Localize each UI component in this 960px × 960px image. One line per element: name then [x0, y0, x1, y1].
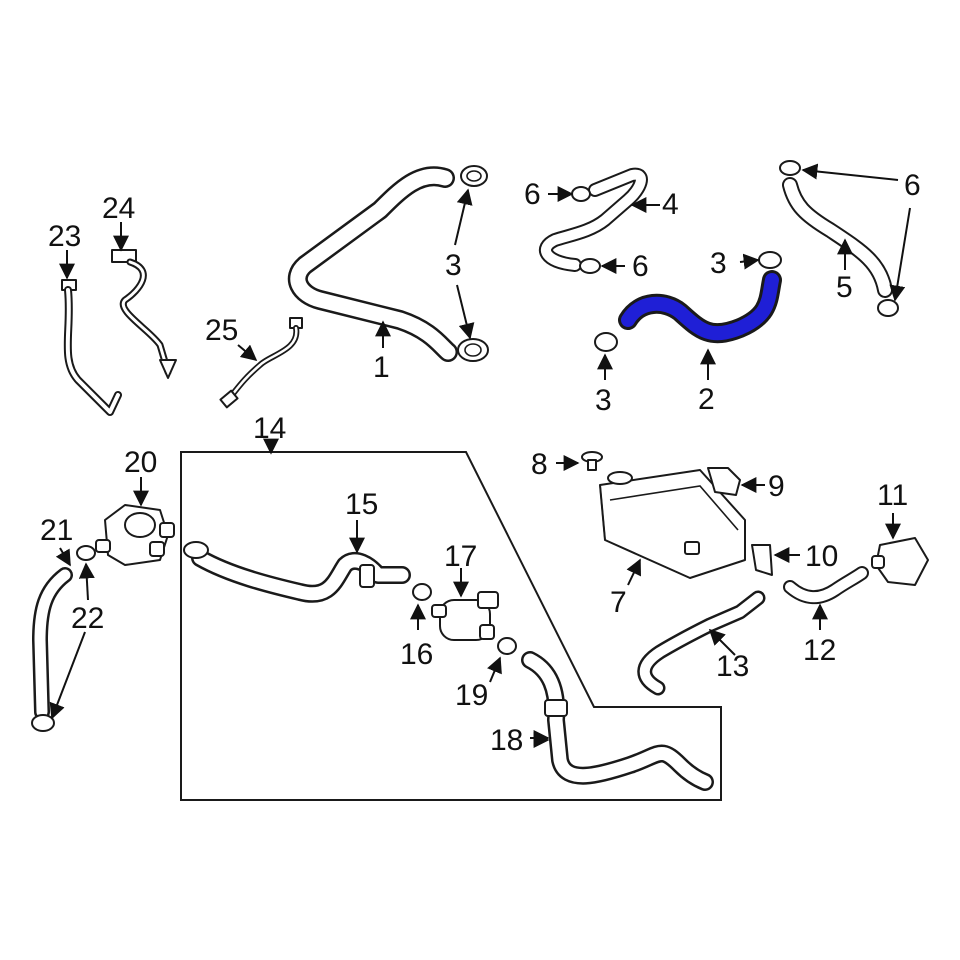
label-part-24: 24 — [102, 192, 135, 225]
label-part-3-b: 3 — [710, 247, 727, 280]
label-part-15: 15 — [345, 488, 378, 521]
label-part-9: 9 — [768, 470, 785, 503]
label-part-20: 20 — [124, 446, 157, 479]
label-part-6-a: 6 — [524, 178, 541, 211]
label-part-3-a: 3 — [445, 249, 462, 282]
label-part-21: 21 — [40, 514, 73, 547]
part-22-clamp[interactable] — [76, 545, 96, 561]
part-3-clamp-hose2-top[interactable] — [758, 251, 782, 269]
label-part-8: 8 — [531, 448, 548, 481]
part-20-valve[interactable] — [95, 504, 175, 566]
part-14-group-frame — [180, 451, 722, 801]
label-part-13: 13 — [716, 650, 749, 683]
part-1-hose[interactable] — [287, 166, 458, 362]
part-11-valve[interactable] — [871, 537, 929, 586]
label-part-6-c: 6 — [904, 169, 921, 202]
part-3-clamp-hose2-left[interactable] — [594, 332, 618, 352]
label-part-5: 5 — [836, 271, 853, 304]
part-24-sensor[interactable] — [111, 249, 177, 379]
label-part-11: 11 — [877, 479, 908, 512]
label-part-10: 10 — [805, 540, 838, 573]
label-part-22: 22 — [71, 602, 104, 635]
part-labels: 1 2 3 3 3 4 5 6 6 6 7 8 9 10 11 12 13 14… — [40, 169, 921, 757]
label-part-18: 18 — [490, 724, 523, 757]
label-part-2: 2 — [698, 383, 715, 416]
part-3-clamp-upper[interactable] — [460, 165, 488, 187]
part-6-clamp-bottom[interactable] — [877, 299, 899, 317]
part-10-bracket[interactable] — [751, 544, 773, 576]
label-part-4: 4 — [662, 188, 679, 221]
part-16-clamp[interactable] — [412, 583, 432, 601]
part-18-hose[interactable] — [521, 651, 714, 791]
part-6-clamp-top[interactable] — [779, 160, 801, 176]
label-part-12: 12 — [803, 634, 836, 667]
pointer-lines — [49, 163, 911, 746]
part-8-bolt[interactable] — [581, 451, 603, 471]
part-12-hose[interactable] — [783, 566, 869, 605]
part-3-clamp-lower[interactable] — [457, 338, 489, 362]
part-7-canister[interactable] — [599, 469, 746, 579]
part-4-hose[interactable] — [539, 167, 648, 272]
label-part-14: 14 — [253, 412, 286, 445]
part-23-sensor[interactable] — [61, 279, 122, 416]
part-15-hose[interactable] — [183, 541, 411, 603]
part-2-hose-highlighted[interactable] — [618, 270, 782, 344]
part-25-sensor[interactable] — [219, 317, 303, 409]
part-6-clamp-b[interactable] — [579, 258, 601, 274]
part-5-hose[interactable] — [782, 177, 893, 298]
label-part-25: 25 — [205, 314, 238, 347]
label-part-6-b: 6 — [632, 250, 649, 283]
label-part-17: 17 — [444, 540, 477, 573]
label-part-16: 16 — [400, 638, 433, 671]
part-21-hose[interactable] — [32, 567, 73, 720]
part-6-clamp-a[interactable] — [571, 186, 591, 202]
part-17-valve[interactable] — [431, 591, 499, 641]
label-part-7: 7 — [610, 586, 627, 619]
part-9-bracket[interactable] — [707, 467, 741, 496]
part-13-hose[interactable] — [637, 590, 766, 696]
part-22-clamp-lower[interactable] — [31, 714, 55, 732]
label-part-1: 1 — [373, 351, 390, 384]
label-part-23: 23 — [48, 220, 81, 253]
label-part-3-c: 3 — [595, 384, 612, 417]
part-19-clamp[interactable] — [497, 637, 517, 655]
label-part-19: 19 — [455, 679, 488, 712]
